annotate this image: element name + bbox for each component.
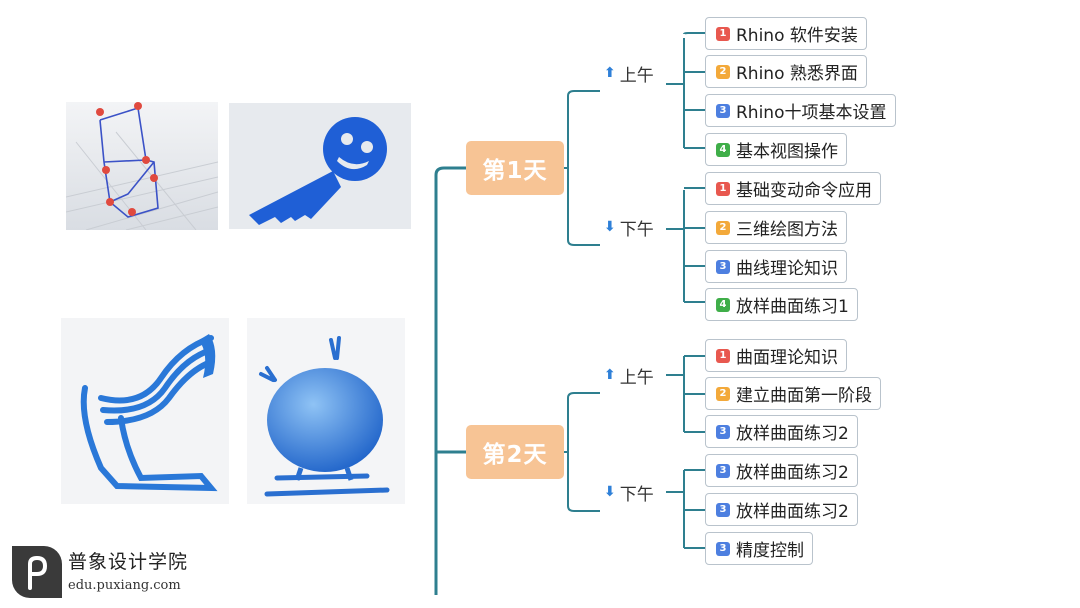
topic-item: 1 基础变动命令应用 [705,172,881,205]
topic-item: 1 Rhino 软件安装 [705,17,867,50]
day-1-label: 第1天 [482,158,548,184]
topic-text: Rhino 软件安装 [736,26,858,46]
day-2-label: 第2天 [482,442,548,468]
arrow-up-icon: ⬆ [604,367,616,383]
period-label: 上午 [619,65,654,86]
brand-logo-icon [12,546,62,598]
number-badge: 4 [716,142,730,157]
day-1-morning-node: ⬆ 上午 [604,61,654,86]
topic-text: 精度控制 [736,541,804,561]
topic-text: 建立曲面第一阶段 [736,386,872,406]
number-badge: 3 [716,424,730,439]
brand-watermark: 普象设计学院 edu.puxiang.com [68,547,188,593]
topic-text: Rhino 熟悉界面 [736,64,858,84]
topic-text: 基本视图操作 [736,142,838,162]
period-label: 下午 [619,484,654,505]
arrow-up-icon: ⬆ [604,65,616,81]
topic-text: 基础变动命令应用 [736,181,872,201]
topic-text: 曲线理论知识 [736,259,838,279]
brand-logo-glyph [28,555,48,590]
toy-model-thumbnail [247,318,405,504]
number-badge: 3 [716,502,730,517]
day-2-node: 第2天 [466,425,564,479]
key-model-thumbnail [229,103,411,229]
number-badge: 2 [716,386,730,401]
number-badge: 1 [716,348,730,363]
topic-item: 4 基本视图操作 [705,133,847,166]
number-badge: 3 [716,463,730,478]
day-1-node: 第1天 [466,141,564,195]
day-1-afternoon-node: ⬇ 下午 [604,215,654,240]
arrow-down-icon: ⬇ [604,219,616,235]
topic-text: 放样曲面练习1 [736,297,849,317]
topic-text: Rhino十项基本设置 [736,103,887,123]
chair-model-thumbnail [61,318,229,504]
topic-item: 1 曲面理论知识 [705,339,847,372]
topic-item: 3 放样曲面练习2 [705,415,858,448]
topic-item: 4 放样曲面练习1 [705,288,858,321]
topic-item: 3 曲线理论知识 [705,250,847,283]
wireframe-model-thumbnail [66,102,218,230]
topic-text: 放样曲面练习2 [736,424,849,444]
number-badge: 3 [716,103,730,118]
topic-text: 放样曲面练习2 [736,463,849,483]
number-badge: 1 [716,181,730,196]
brand-name: 普象设计学院 [68,551,189,573]
topic-text: 三维绘图方法 [736,220,838,240]
topic-item: 2 Rhino 熟悉界面 [705,55,867,88]
topic-item: 3 Rhino十项基本设置 [705,94,896,127]
number-badge: 3 [716,259,730,274]
topic-item: 3 精度控制 [705,532,813,565]
topic-text: 放样曲面练习2 [736,502,849,522]
toy-model-image [247,318,405,504]
number-badge: 1 [716,26,730,41]
arrow-down-icon: ⬇ [604,484,616,500]
topic-item: 2 三维绘图方法 [705,211,847,244]
topic-item: 3 放样曲面练习2 [705,493,858,526]
number-badge: 4 [716,297,730,312]
day-2-afternoon-node: ⬇ 下午 [604,480,654,505]
number-badge: 2 [716,64,730,79]
topic-item: 3 放样曲面练习2 [705,454,858,487]
brand-url: edu.puxiang.com [68,578,181,593]
day-2-morning-node: ⬆ 上午 [604,363,654,388]
chair-model-image [61,318,229,504]
period-label: 下午 [619,219,654,240]
wireframe-model-image [66,102,218,230]
key-model-image [229,103,411,229]
number-badge: 2 [716,220,730,235]
period-label: 上午 [619,367,654,388]
number-badge: 3 [716,541,730,556]
topic-item: 2 建立曲面第一阶段 [705,377,881,410]
topic-text: 曲面理论知识 [736,348,838,368]
